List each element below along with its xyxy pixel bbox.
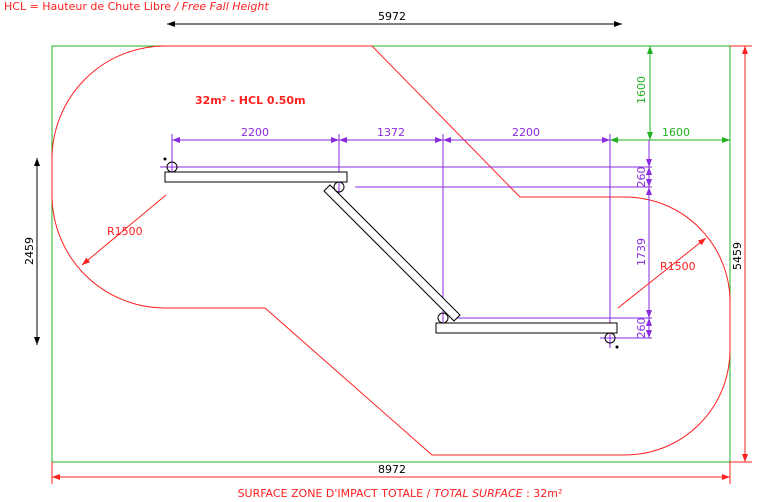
left-dimension-label: 2459	[23, 237, 36, 265]
beam-top	[164, 171, 348, 183]
post-1	[166, 161, 178, 173]
top-dimension-label: 5972	[378, 10, 406, 23]
marker-dot	[163, 157, 167, 161]
beam-diagonal	[323, 184, 461, 322]
bounding-rectangle	[51, 45, 731, 463]
green-vertical-label: 1600	[635, 76, 648, 104]
radius-left-leader	[81, 194, 167, 266]
structure-group	[164, 161, 618, 344]
radius-left-label: R1500	[107, 225, 143, 238]
surface-caption: SURFACE ZONE D'IMPACT TOTALE / TOTAL SUR…	[238, 487, 563, 500]
vertical-2-label: 1739	[635, 238, 648, 266]
purple-dimension-group	[160, 134, 652, 348]
vertical-3-label: 260	[635, 318, 648, 339]
segment-2-label: 1372	[377, 126, 405, 139]
segment-3-label: 2200	[512, 126, 540, 139]
post-4	[604, 332, 616, 344]
marker-dot	[615, 345, 619, 349]
radius-right-leader	[617, 237, 707, 309]
impact-zone-outline	[51, 45, 731, 456]
radius-right-label: R1500	[660, 260, 696, 273]
beam-bottom	[435, 322, 618, 334]
vertical-1-label: 260	[635, 167, 648, 188]
bottom-dimension-label: 8972	[378, 463, 406, 476]
post-3	[437, 312, 449, 324]
segment-1-label: 2200	[241, 126, 269, 139]
green-horizontal-label: 1600	[662, 126, 690, 139]
legend-text: HCL = Hauteur de Chute Libre / Free Fall…	[4, 0, 269, 13]
right-dimension-label: 5459	[731, 242, 744, 270]
post-2	[333, 181, 345, 193]
zone-title: 32m² - HCL 0.50m	[195, 94, 306, 107]
